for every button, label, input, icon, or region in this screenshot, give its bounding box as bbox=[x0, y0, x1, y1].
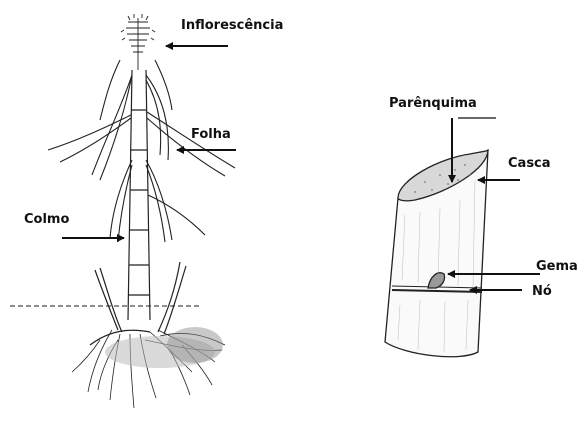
label-casca: Casca bbox=[508, 157, 551, 170]
root-ball-shading bbox=[167, 327, 223, 363]
label-folha: Folha bbox=[191, 128, 231, 141]
base-leaf-sheaths bbox=[90, 262, 186, 345]
label-no: Nó bbox=[532, 285, 552, 298]
label-parenquima: Parênquima bbox=[389, 97, 477, 110]
stalk-section bbox=[385, 150, 488, 357]
label-gema: Gema bbox=[536, 260, 578, 273]
label-inflorescencia: Inflorescência bbox=[181, 19, 283, 32]
inflorescence-panicle bbox=[121, 14, 155, 70]
label-colmo: Colmo bbox=[24, 213, 69, 226]
stalk-colmo bbox=[128, 70, 150, 320]
sugarcane-plant bbox=[10, 14, 235, 408]
